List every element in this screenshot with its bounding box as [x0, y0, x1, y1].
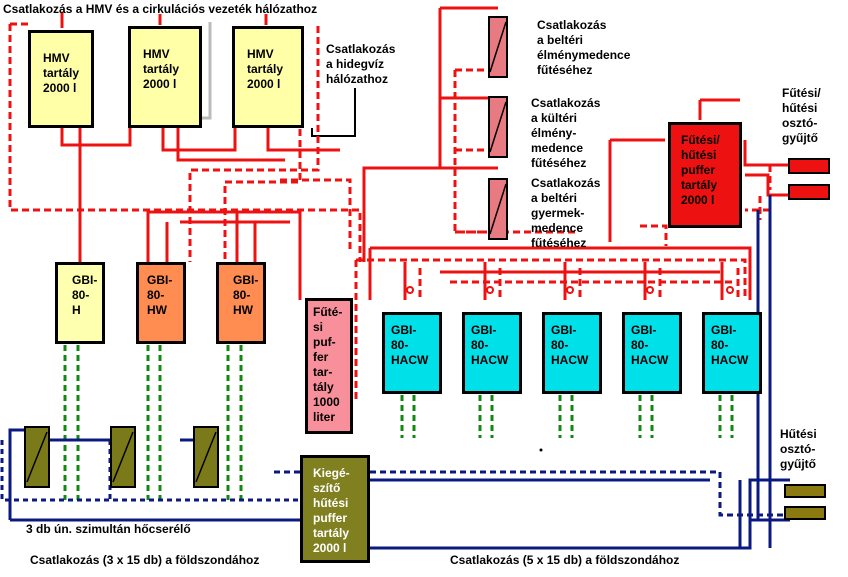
heating-buffer-tank: Fűté- si puf- fer tar- tály 1000 liter: [305, 298, 353, 434]
gbi-80-hacw-unit-5: GBI- 80- HACW: [702, 312, 762, 394]
heat-distributor-label: Fűtési/ hűtési osztó- gyűjtő: [782, 86, 821, 145]
cool-distributor-bar-2: [784, 506, 826, 520]
hmv-connection-label: Csatlakozás a HMV és a cirkulációs vezet…: [3, 2, 318, 16]
cooling-buffer-tank: Kiegé- szítő hűtési puffer tartály 2000 …: [300, 455, 370, 563]
gbi-80-hacw-unit-1: GBI- 80- HACW: [382, 312, 442, 394]
heating-buffer-label: Fűté- si puf- fer tar- tály 1000 liter: [313, 305, 343, 424]
hmv-tank-1: HMV tartály 2000 l: [28, 30, 94, 128]
gbi-80-hacw-unit-3: GBI- 80- HACW: [542, 312, 602, 394]
probe-left-label: Csatlakozás (3 x 15 db) a földszondához: [30, 553, 260, 567]
hmv-tank-2-label: HMV tartály 2000 l: [143, 47, 180, 91]
gbi-80-hw-unit-2: GBI- 80- HW: [216, 262, 266, 344]
exchangers-label: 3 db ún. szimultán hőcserélő: [26, 522, 191, 536]
gbi-80-hacw-2-label: GBI- 80- HACW: [471, 323, 509, 367]
hmv-tank-1-label: HMV tartály 2000 l: [43, 51, 80, 95]
gbi-80-hacw-unit-4: GBI- 80- HACW: [622, 312, 682, 394]
gbi-80-h-unit: GBI- 80- H: [55, 262, 105, 344]
hmv-tank-2: HMV tartály 2000 l: [128, 26, 202, 128]
gbi-80-hacw-5-label: GBI- 80- HACW: [711, 323, 749, 367]
gbi-80-hacw-4-label: GBI- 80- HACW: [631, 323, 669, 367]
gbi-80-hw-2-label: GBI- 80- HW: [233, 273, 259, 317]
heat-distributor-bar-2: [788, 184, 830, 200]
gbi-80-hacw-unit-2: GBI- 80- HACW: [462, 312, 522, 394]
hmv-tank-3: HMV tartály 2000 l: [232, 26, 304, 128]
gbi-80-hw-1-label: GBI- 80- HW: [147, 273, 173, 317]
cool-distributor-bar-1: [784, 484, 826, 498]
outdoor-pool-label: Csatlakozás a kültéri élmény- medence fű…: [531, 96, 601, 170]
kids-pool-label: Csatlakozás a beltéri gyermek- medence f…: [531, 176, 601, 250]
cold-water-label: Csatlakozás a hidegvíz hálózathoz: [326, 42, 396, 86]
heat-distributor-bar-1: [788, 158, 830, 174]
cool-distributor-label: Hűtési osztó- gyűjtő: [780, 427, 817, 471]
cooling-buffer-label: Kiegé- szítő hűtési puffer tartály 2000 …: [313, 466, 350, 555]
indoor-pool-label: Csatlakozás a beltéri élménymedence fűté…: [537, 18, 631, 77]
gbi-80-hacw-3-label: GBI- 80- HACW: [551, 323, 589, 367]
gbi-80-hw-unit-1: GBI- 80- HW: [136, 262, 186, 344]
heat-cool-buffer-tank: Fűtési/ hűtési puffer tartály 2000 l: [668, 122, 742, 228]
gbi-80-hacw-1-label: GBI- 80- HACW: [391, 323, 429, 367]
gbi-80-h-label: GBI- 80- H: [72, 273, 98, 317]
probe-right-label: Csatlakozás (5 x 15 db) a földszondához: [450, 553, 680, 567]
heat-cool-buffer-label: Fűtési/ hűtési puffer tartály 2000 l: [681, 133, 720, 207]
hmv-tank-3-label: HMV tartály 2000 l: [247, 47, 284, 91]
